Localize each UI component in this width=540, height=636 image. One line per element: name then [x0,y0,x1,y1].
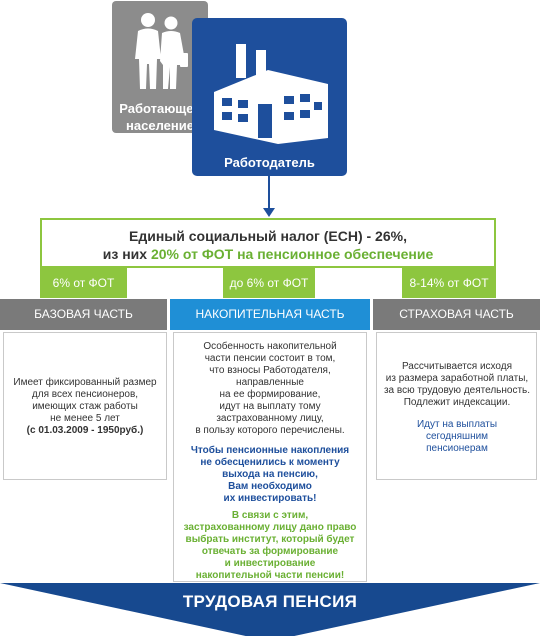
funded-line: в пользу которого перечислены. [195,425,345,436]
header-insurance-part: СТРАХОВАЯ ЧАСТЬ [373,299,540,330]
insurance-line: за всю трудовую деятельность. [383,385,531,396]
basic-part-description: Имеет фиксированный размер для всех пенс… [10,377,160,437]
insurance-note-line: Идут на выплаты [416,419,498,430]
factory-icon [214,44,328,144]
insurance-line: из размера заработной платы, [385,373,529,384]
basic-line: не менее 5 лет [50,413,120,424]
funded-line: части пенсии состоит в том, [204,353,336,364]
population-label-line2: население [126,118,194,133]
tax-subtitle-prefix: из них [102,246,151,262]
funded-line: идут на выплату тому [219,401,321,412]
employer-box: Работодатель [192,18,347,176]
basic-part-panel: Имеет фиксированный размер для всех пенс… [3,332,167,480]
population-label-line1: Работающее [119,101,201,116]
insurance-line: Подлежит индексации. [403,397,511,408]
percent-tab-insurance: 8-14% от ФОТ [402,268,496,298]
funded-part-choice: В связи с этим, застрахованному лицу дан… [180,510,360,582]
funded-part-description: Особенность накопительной части пенсии с… [180,341,360,437]
basic-date-note: (с 01.03.2009 - 1950руб.) [26,425,144,436]
choice-line: и инвестирование [224,558,316,569]
tax-subtitle: из них 20% от ФОТ на пенсионное обеспече… [42,246,494,262]
funded-line: на ее формирование, [219,389,321,400]
warning-line: их инвестировать! [223,493,317,504]
funded-part-panel: Особенность накопительной части пенсии с… [173,332,367,582]
warning-line: выхода на пенсию, [222,469,318,480]
header-funded-part: НАКОПИТЕЛЬНАЯ ЧАСТЬ [170,299,370,330]
percent-tab-funded: до 6% от ФОТ [223,268,315,298]
labor-pension-label: ТРУДОВАЯ ПЕНСИЯ [182,592,358,611]
choice-line: В связи с этим, [231,510,309,521]
funded-line: Особенность накопительной [203,341,337,352]
funded-line: что взносы Работодателя, [209,365,331,376]
people-icon [135,13,188,89]
header-basic-part: БАЗОВАЯ ЧАСТЬ [0,299,167,330]
insurance-part-description: Рассчитывается исходя из размера заработ… [383,361,531,409]
warning-line: не обесценились к моменту [200,457,340,468]
unified-social-tax-box: Единый социальный налог (ЕСН) - 26%, из … [40,218,496,268]
insurance-part-note: Идут на выплаты сегодняшним пенсионерам [383,419,531,455]
basic-line: Имеет фиксированный размер [13,377,157,388]
employer-label: Работодатель [224,155,315,170]
insurance-note-line: пенсионерам [426,443,488,454]
basic-line: имеющих стаж работы [32,401,138,412]
insurance-line: Рассчитывается исходя [401,361,513,372]
warning-line: Чтобы пенсионные накопления [190,445,350,456]
funded-part-warning: Чтобы пенсионные накопления не обесценил… [180,445,360,505]
funded-line: застрахованному лицу, [216,413,324,424]
choice-line: накопительной части пенсии! [195,570,345,581]
insurance-note-line: сегодняшним [425,431,489,442]
choice-line: выбрать институт, который будет [185,534,355,545]
basic-line: для всех пенсионеров, [31,389,139,400]
tax-subtitle-highlight: 20% от ФОТ на пенсионное обеспечение [150,246,434,262]
connector-line [268,176,270,210]
funded-line: направленные [236,377,304,388]
arrow-down-icon [263,208,275,217]
choice-line: отвечать за формирование [201,546,339,557]
choice-line: застрахованному лицу дано право [183,522,357,533]
working-population-label: Работающее население [112,100,208,134]
percent-tab-basic: 6% от ФОТ [40,268,127,298]
warning-line: Вам необходимо [228,481,312,492]
insurance-part-panel: Рассчитывается исходя из размера заработ… [376,332,537,480]
tax-title: Единый социальный налог (ЕСН) - 26%, [129,228,407,244]
